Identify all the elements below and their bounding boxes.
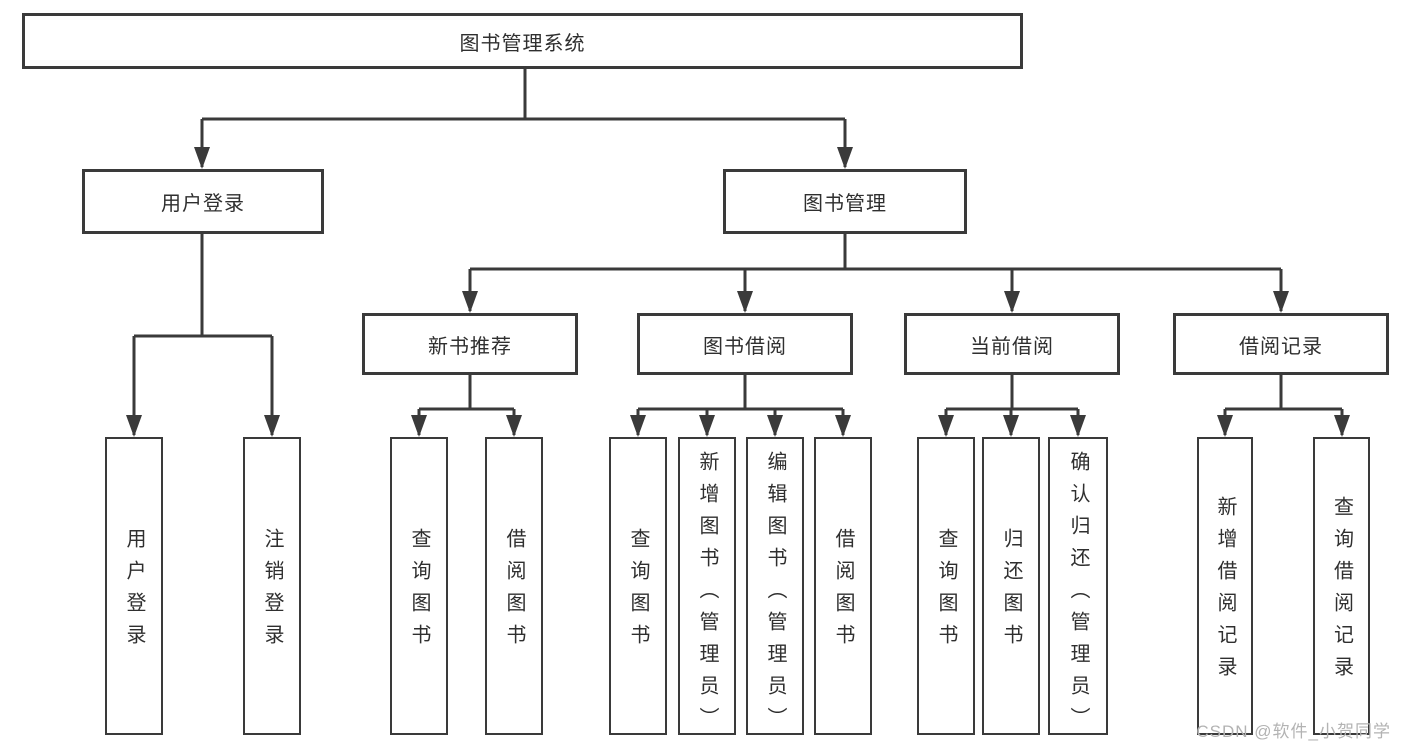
node-user-login: 用户登录 [82, 169, 324, 234]
node-book-borrowing: 图书借阅 [637, 313, 853, 375]
leaf-borrowing-edit-book-admin: 编辑图书（管理员） [746, 437, 804, 739]
leaf-recommend-borrow-book: 借阅图书 [485, 437, 543, 735]
leaf-current-confirm-return-admin: 确认归还（管理员） [1048, 437, 1108, 739]
node-current-borrowing: 当前借阅 [904, 313, 1120, 375]
leaf-records-query-borrow-record: 查询借阅记录 [1313, 437, 1370, 735]
leaf-borrowing-add-book-admin: 新增图书（管理员） [678, 437, 736, 739]
leaf-borrowing-query-book: 查询图书 [609, 437, 667, 735]
leaf-logout: 注销登录 [243, 437, 301, 735]
leaf-current-query-book: 查询图书 [917, 437, 975, 735]
node-borrowing-records: 借阅记录 [1173, 313, 1389, 375]
tree-edges [132, 69, 1344, 435]
node-book-management: 图书管理 [723, 169, 967, 234]
watermark: CSDN @软件_小贺同学 [1196, 722, 1391, 741]
node-new-book-recommendation: 新书推荐 [362, 313, 578, 375]
leaf-user-login: 用户登录 [105, 437, 163, 735]
leaf-recommend-query-book: 查询图书 [390, 437, 448, 735]
arrowhead-icons [126, 147, 1350, 437]
leaf-records-add-borrow-record: 新增借阅记录 [1197, 437, 1253, 735]
node-library-system: 图书管理系统 [22, 13, 1023, 69]
leaf-borrowing-borrow-book: 借阅图书 [814, 437, 872, 735]
leaf-current-return-book: 归还图书 [982, 437, 1040, 735]
